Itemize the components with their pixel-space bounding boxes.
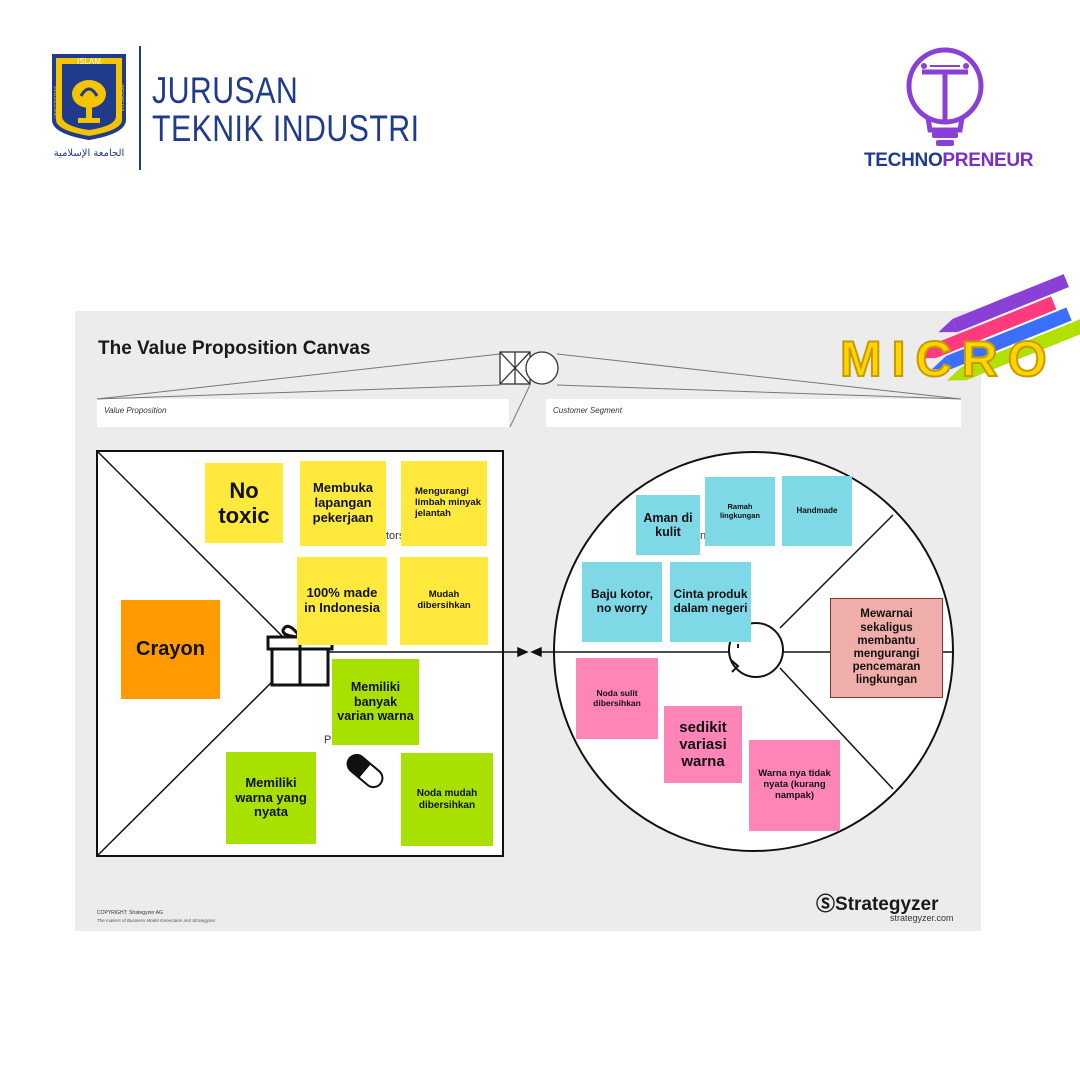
note-handmade: Handmade: [782, 476, 852, 546]
note-warna-nyata: Memiliki warna yang nyata: [226, 752, 316, 844]
note-noda-mudah: Noda mudah dibersihkan: [401, 753, 493, 846]
mini-canvas-icon: [499, 351, 559, 385]
gain-creators-label: tors: [386, 530, 405, 542]
note-crayon: Crayon: [121, 600, 220, 699]
pain-relievers-label: P: [324, 734, 332, 746]
strategyzer-logo-icon: Ⓢ: [816, 894, 836, 915]
note-sedikit-variasi: sedikit variasi warna: [664, 706, 742, 783]
customer-segment-band: Customer Segment: [546, 399, 961, 427]
techno-part2: PRENEUR: [942, 150, 1034, 171]
note-no-toxic: No toxic: [205, 463, 283, 543]
note-mudah-dibersihkan: Mudah dibersihkan: [400, 557, 488, 645]
note-noda-sulit: Noda sulit dibersihkan: [576, 658, 658, 739]
logo-left-text: UNIVERSITAS: [54, 85, 60, 119]
logo-script: الجامعة الإسلامية: [54, 148, 125, 159]
note-membuka-lapangan: Membuka lapangan pekerjaan: [300, 461, 386, 546]
note-baju-kotor: Baju kotor, no worry: [582, 562, 662, 642]
note-warna-tidak-nyata: Warna nya tidak nyata (kurang nampak): [749, 740, 840, 831]
note-aman-kulit: Aman di kulit: [636, 495, 700, 555]
lightbulb-t-icon: [906, 47, 984, 146]
strategyzer-brand-text: Strategyzer: [835, 894, 939, 915]
uii-logo: ISLAM UNIVERSITAS INDONESIA الجامعة الإس…: [52, 54, 126, 159]
note-mengurangi-limbah: Mengurangi limbah minyak jelantah: [401, 461, 487, 546]
techno-part1: TECHNO: [864, 150, 943, 171]
note-cinta-produk: Cinta produk dalam negeri: [670, 562, 751, 642]
copyright-subtext: The makers of Business Model Generation …: [97, 918, 216, 923]
header-divider: [139, 46, 141, 170]
department-line2: TEKNIK INDUSTRI: [152, 108, 420, 149]
department-line1: JURUSAN: [152, 70, 299, 111]
note-mewarnai: Mewarnai sekaligus membantu mengurangi p…: [830, 598, 943, 698]
canvas-title: The Value Proposition Canvas: [98, 338, 371, 359]
value-proposition-label: Value Proposition: [104, 406, 167, 415]
strategyzer-brand: ⓈStrategyzer: [816, 889, 939, 916]
pill-icon: [346, 753, 384, 789]
note-made-in-indonesia: 100% made in Indonesia: [297, 557, 387, 645]
copyright-text: COPYRIGHT: Strategyzer AG: [97, 910, 163, 916]
logo-arc-text: ISLAM: [77, 57, 101, 66]
crayons-icon: [916, 274, 1080, 381]
strategyzer-url: strategyzer.com: [890, 913, 954, 923]
note-banyak-varian: Memiliki banyak varian warna: [332, 659, 419, 745]
logo-right-text: INDONESIA: [118, 84, 124, 112]
customer-segment-label: Customer Segment: [553, 406, 622, 415]
value-proposition-band: Value Proposition: [97, 399, 509, 427]
micro-logo-text: MICRO: [839, 330, 1057, 388]
technopreneur-wordmark: TECHNOPRENEUR: [864, 150, 1034, 172]
note-ramah-lingkungan: Ramah lingkungan: [705, 477, 775, 546]
